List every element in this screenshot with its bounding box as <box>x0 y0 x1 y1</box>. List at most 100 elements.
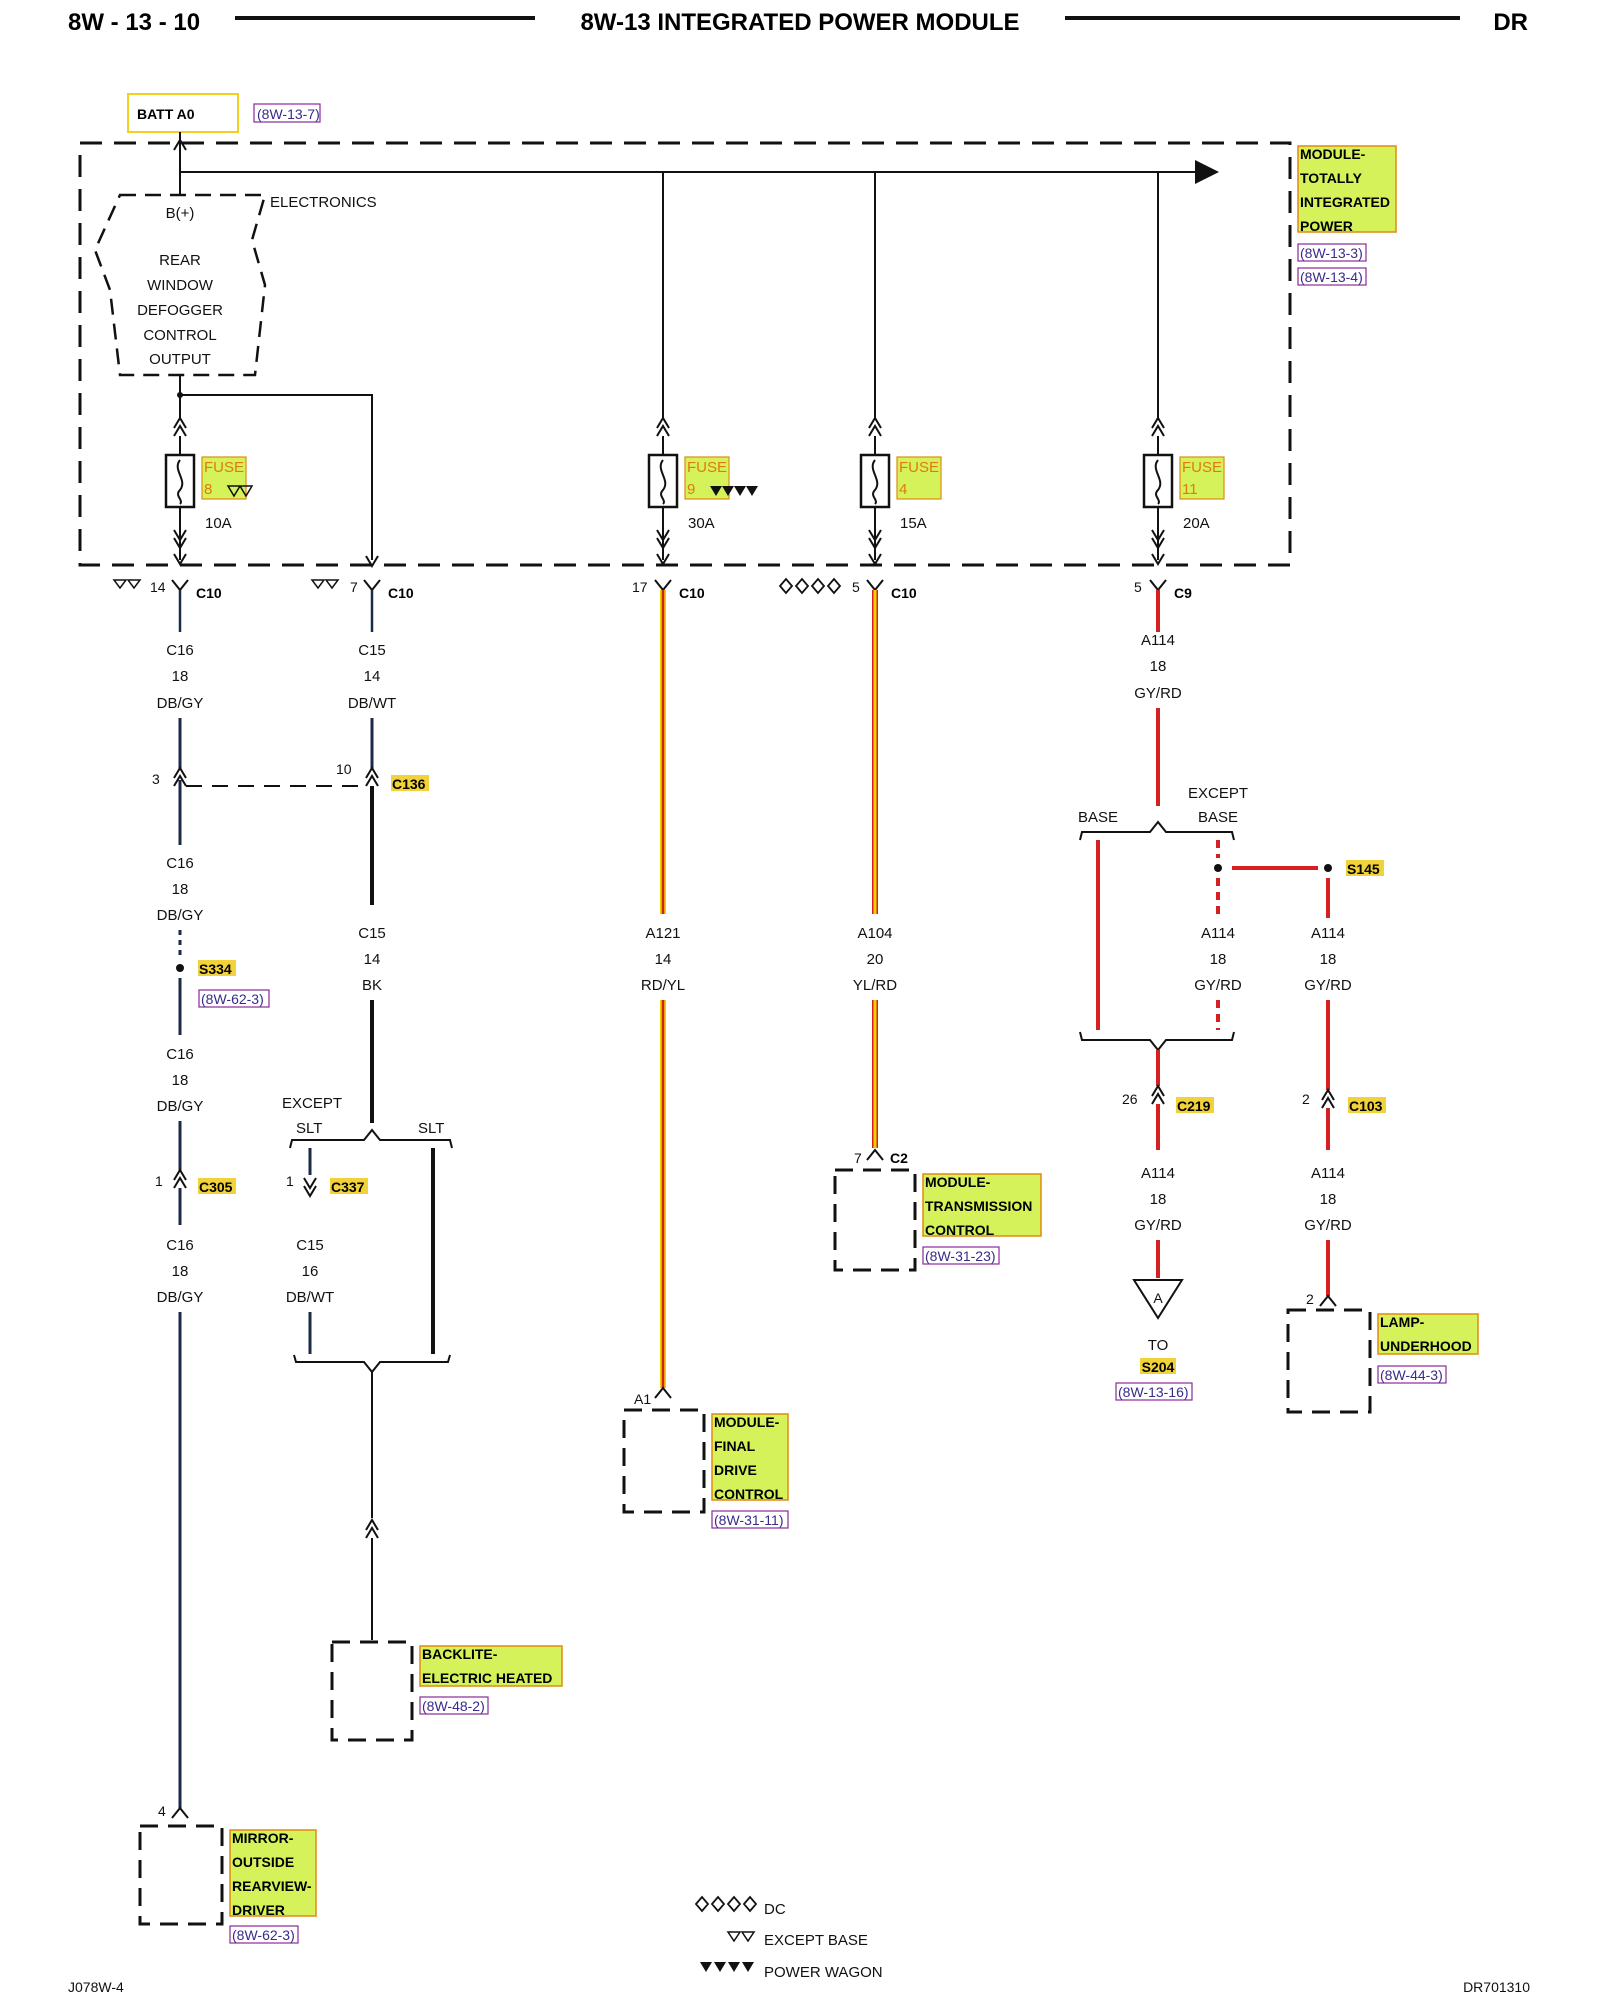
except-base-label2: BASE <box>1198 809 1238 826</box>
c10-7-name: C10 <box>388 585 414 601</box>
w1c-circuit: C16 <box>166 1046 194 1063</box>
final-drive-line3: DRIVE <box>714 1462 757 1478</box>
w1a-color: DB/GY <box>157 695 204 712</box>
legend-dc-marks <box>694 1895 758 1913</box>
w7b-color: GY/RD <box>1304 1217 1352 1234</box>
w2c-circuit: C15 <box>296 1237 324 1254</box>
w5a-gauge: 18 <box>1150 658 1167 675</box>
base-label: BASE <box>1078 809 1118 826</box>
footer-right: DR701310 <box>1463 1979 1530 1995</box>
w7-circuit: A114 <box>1311 925 1345 942</box>
except-slt-label: EXCEPT <box>282 1095 342 1112</box>
s204-name: S204 <box>1142 1359 1175 1375</box>
w5b-circuit: A114 <box>1141 1165 1175 1182</box>
w5a-circuit: A114 <box>1141 632 1175 649</box>
w3-color: RD/YL <box>641 977 685 994</box>
mirror-line4: DRIVER <box>232 1902 285 1918</box>
s204-letter: A <box>1153 1290 1163 1306</box>
mirror-component <box>138 1824 224 1926</box>
electronics-line2: WINDOW <box>147 277 214 294</box>
w1c-color: DB/GY <box>157 1098 204 1115</box>
fuse-8-word: FUSE <box>204 459 244 476</box>
w1b-circuit: C16 <box>166 855 194 872</box>
legend-except-base: EXCEPT BASE <box>764 1932 868 1949</box>
module-tip-line3: INTEGRATED <box>1300 194 1390 210</box>
c10-7-pin: 7 <box>350 579 358 595</box>
final-drive-line4: CONTROL <box>714 1486 784 1502</box>
fuse-11-num: 11 <box>1182 481 1198 498</box>
w2b-color: BK <box>362 977 382 994</box>
bplus-label: B(+) <box>166 205 195 222</box>
c103-pin: 2 <box>1302 1091 1310 1107</box>
fuse-4 <box>859 416 891 566</box>
fuse-9-num: 9 <box>687 481 695 498</box>
fuse-11 <box>1142 416 1174 566</box>
footer-left: J078W-4 <box>68 1979 124 1995</box>
w2b-circuit: C15 <box>358 925 386 942</box>
w7-color: GY/RD <box>1304 977 1352 994</box>
electronics-line3: DEFOGGER <box>137 302 223 319</box>
base-join-brace <box>1079 1031 1235 1052</box>
mirror-line2: OUTSIDE <box>232 1854 294 1870</box>
w1d-gauge: 18 <box>172 1263 189 1280</box>
c10-5-pin: 5 <box>852 579 860 595</box>
c337-pin: 1 <box>286 1173 294 1189</box>
w3-gauge: 14 <box>655 951 672 968</box>
electronics-block <box>93 193 267 377</box>
fuse-11-rating: 20A <box>1183 515 1210 532</box>
batt-box <box>127 93 239 133</box>
s145-name: S145 <box>1347 861 1380 877</box>
c10-14-name: C10 <box>196 585 222 601</box>
final-drive-component <box>622 1408 706 1514</box>
lamp-component <box>1286 1308 1372 1414</box>
fuse-4-rating: 15A <box>900 515 927 532</box>
c305-name: C305 <box>199 1179 233 1195</box>
fuse-8-option-marks <box>226 485 254 498</box>
w1b-gauge: 18 <box>172 881 189 898</box>
c9-5-pin: 5 <box>1134 579 1142 595</box>
module-tip-line2: TOTALLY <box>1300 170 1363 186</box>
slt-label-right: SLT <box>418 1120 444 1137</box>
backlite-line2: ELECTRIC HEATED <box>422 1670 552 1686</box>
batt-label: BATT A0 <box>137 106 195 122</box>
fuse-4-word: FUSE <box>899 459 939 476</box>
slt-label-left: SLT <box>296 1120 322 1137</box>
final-drive-line2: FINAL <box>714 1438 756 1454</box>
trans-line1: MODULE- <box>925 1174 991 1190</box>
final-drive-ref: (8W-31-11) <box>714 1512 784 1528</box>
s334-name: S334 <box>199 961 232 977</box>
fuse-8-num: 8 <box>204 481 212 498</box>
c103-name: C103 <box>1349 1098 1383 1114</box>
w5a-color: GY/RD <box>1134 685 1182 702</box>
w3-circuit: A121 <box>645 925 680 942</box>
final-drive-pin: A1 <box>634 1391 651 1407</box>
c219-pin: 26 <box>1122 1091 1138 1107</box>
slt-join-brace <box>293 1354 451 1374</box>
s204-ref: (8W-13-16) <box>1118 1384 1189 1400</box>
w7-gauge: 18 <box>1320 951 1337 968</box>
lamp-line2: UNDERHOOD <box>1380 1338 1472 1354</box>
c2-pin: 7 <box>854 1150 862 1166</box>
c2-name: C2 <box>890 1150 908 1166</box>
legend-dc: DC <box>764 1901 786 1918</box>
mirror-ref: (8W-62-3) <box>232 1927 295 1943</box>
electronics-label: ELECTRONICS <box>270 194 377 211</box>
electronics-line1: REAR <box>159 252 201 269</box>
final-drive-line1: MODULE- <box>714 1414 780 1430</box>
s334-ref: (8W-62-3) <box>201 991 264 1007</box>
w7b-gauge: 18 <box>1320 1191 1337 1208</box>
trans-ref: (8W-31-23) <box>925 1248 996 1264</box>
module-tip-ref1: (8W-13-3) <box>1300 245 1363 261</box>
c10-17-pin: 17 <box>632 579 648 595</box>
electronics-line5: OUTPUT <box>149 351 211 368</box>
legend-power-wagon: POWER WAGON <box>764 1964 883 1981</box>
c136-pin-left: 3 <box>152 771 160 787</box>
c305-pin: 1 <box>155 1173 163 1189</box>
module-tip-line1: MODULE- <box>1300 146 1366 162</box>
w2b-gauge: 14 <box>364 951 381 968</box>
mirror-pin: 4 <box>158 1803 166 1819</box>
w1b-color: DB/GY <box>157 907 204 924</box>
w1a-circuit: C16 <box>166 642 194 659</box>
backlite-ref: (8W-48-2) <box>422 1698 485 1714</box>
c10-14-pin: 14 <box>150 579 166 595</box>
